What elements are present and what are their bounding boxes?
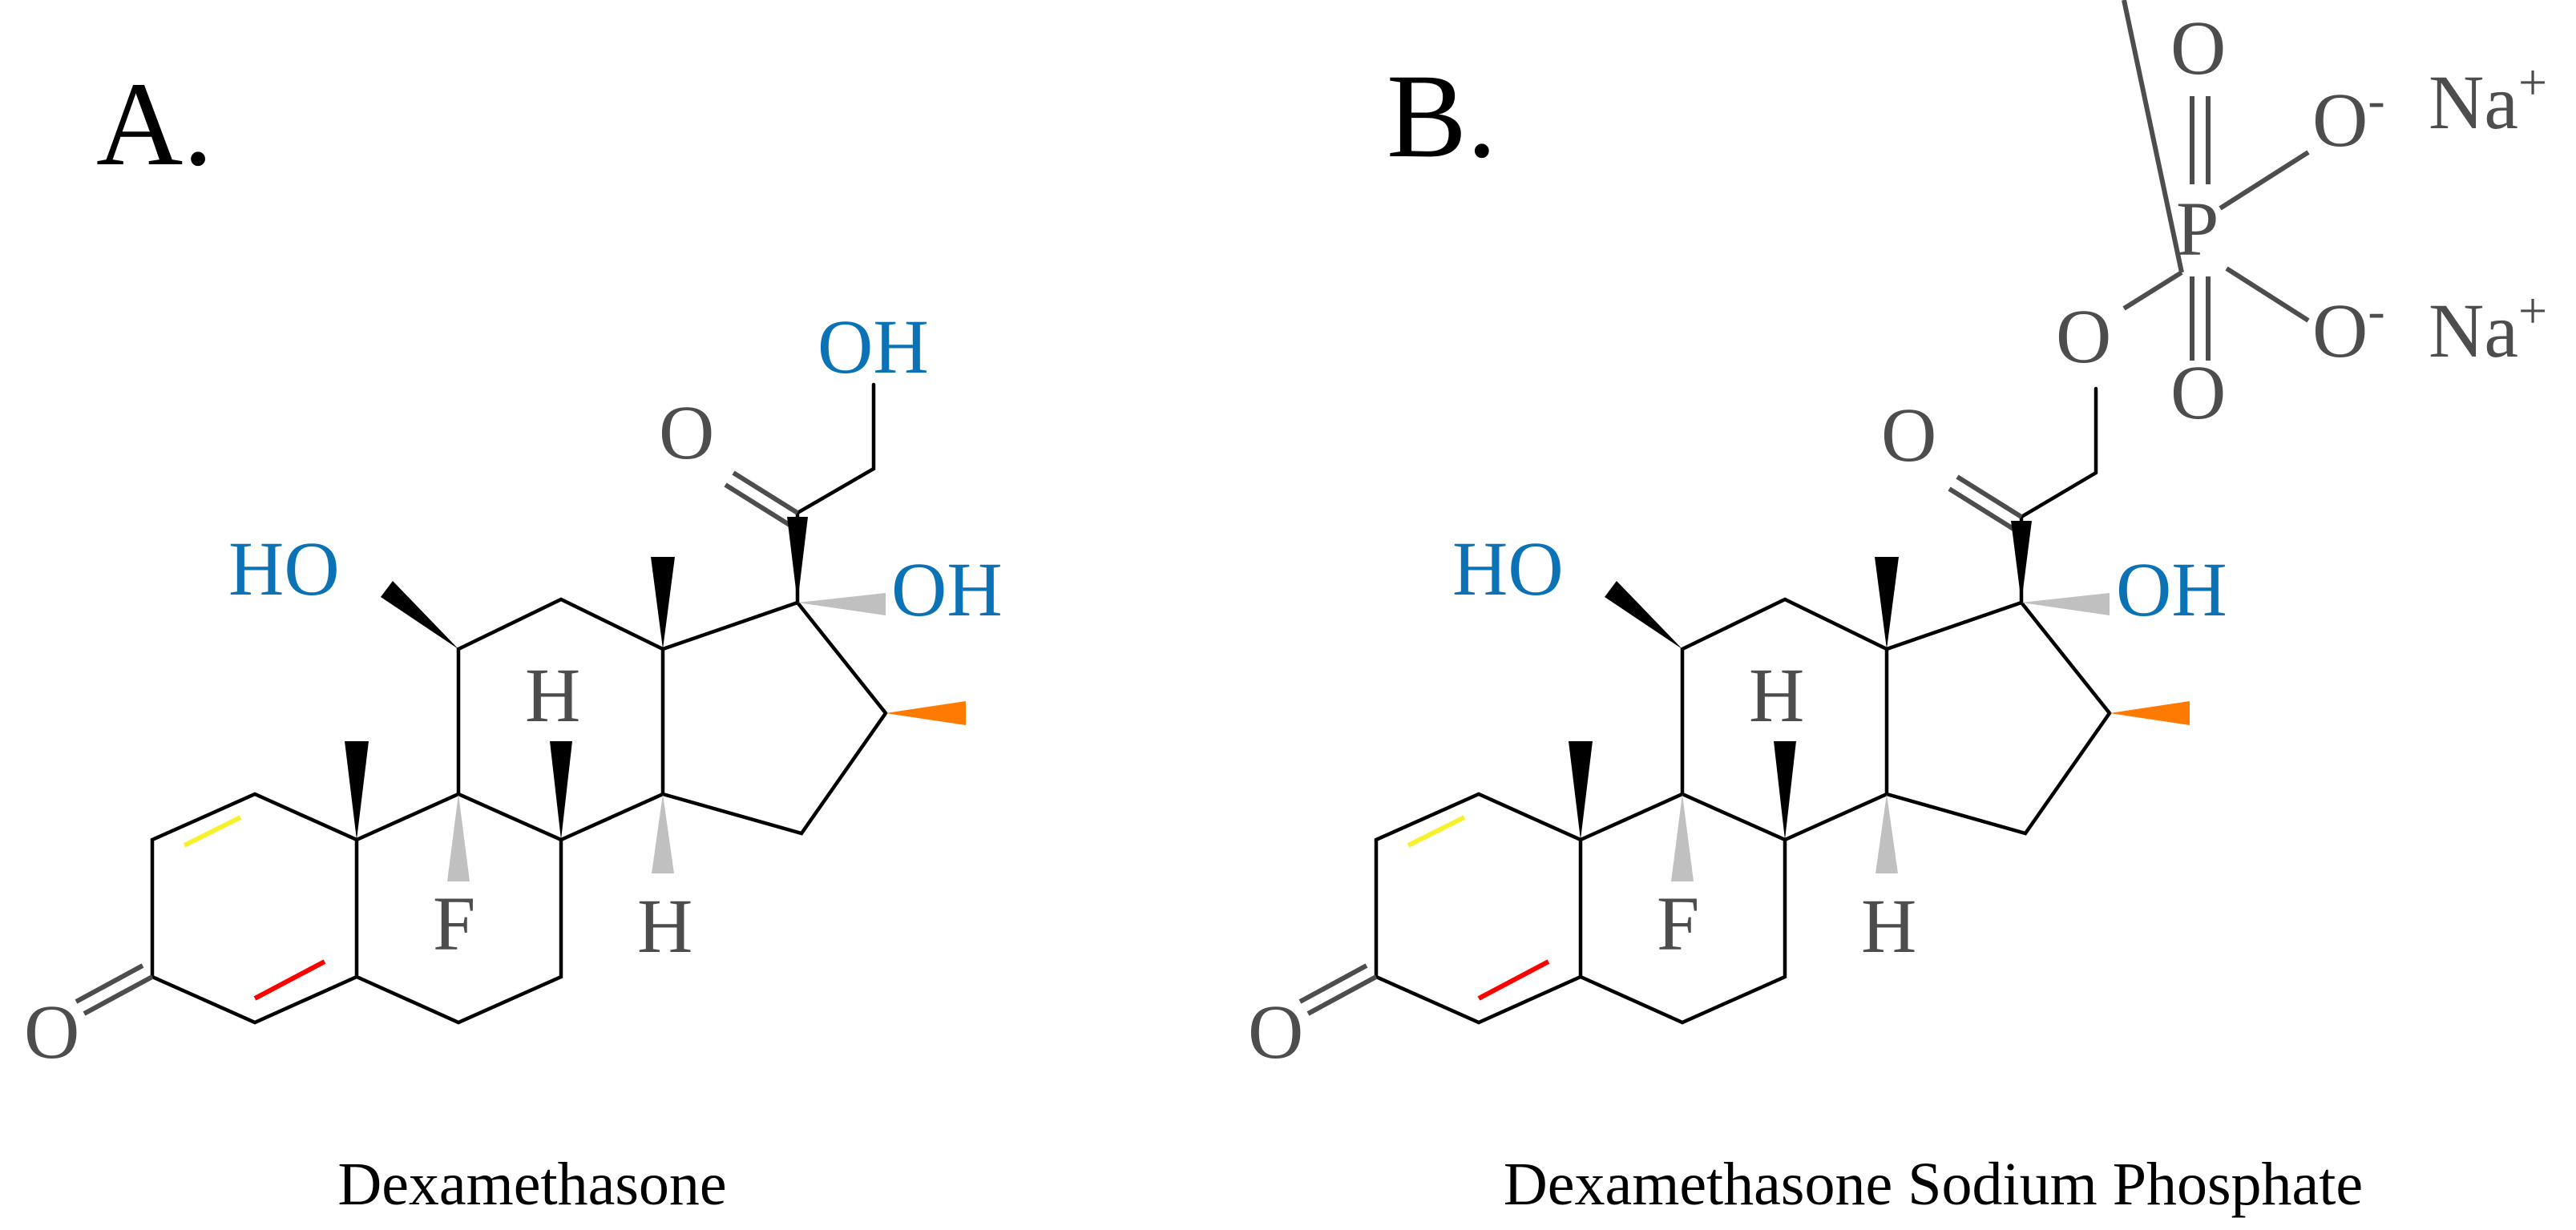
delta4-double-bond <box>253 959 326 1001</box>
c17-side-chain-wedge <box>2011 521 2032 603</box>
c11-hydroxyl: HO <box>228 526 340 611</box>
c10-methyl-wedge <box>1569 741 1593 840</box>
panel-b-caption: Dexamethasone Sodium Phosphate <box>1504 1151 2363 1218</box>
c9-hydrogen: H <box>1749 652 1804 738</box>
c3-ketone-bond <box>1298 963 1378 1016</box>
c11-hydroxyl: HO <box>1452 526 1564 611</box>
sodium-cation-1: Na+ <box>2429 54 2547 145</box>
c11-hydroxyl-wedge <box>381 581 458 649</box>
c17-hydroxyl: OH <box>2116 546 2227 632</box>
c13-methyl-wedge <box>651 557 675 649</box>
delta4-double-bond <box>1477 959 1550 1001</box>
c20-oxygen: O <box>1881 392 1936 478</box>
c9-fluorine: F <box>433 881 475 966</box>
ketone-oxygen: O <box>1248 989 1303 1075</box>
panel-a-skeleton <box>150 382 888 1025</box>
c17-side-chain-wedge <box>787 517 808 603</box>
c11-hydroxyl-wedge <box>1605 581 1682 649</box>
oxide-anion-2: O- <box>2312 282 2385 373</box>
c14-hydrogen: H <box>1861 883 1916 969</box>
c14-h-hash <box>1875 794 1898 873</box>
c17-hydroxyl-hash <box>797 593 886 615</box>
delta1-double-bond <box>1407 815 1466 848</box>
c14-h-hash <box>652 794 674 873</box>
c17-hydroxyl-hash <box>2021 593 2110 615</box>
c9-fluorine: F <box>1657 881 1699 966</box>
c8-h-wedge <box>1774 741 1796 840</box>
c9-fluoro-hash <box>447 794 470 881</box>
c17-hydroxyl: OH <box>891 546 1003 632</box>
phosphoryl-oxygen-bottom: O <box>2170 349 2226 435</box>
panel-b: B. O O <box>1248 0 2547 1218</box>
phosphorus: P <box>2176 186 2219 272</box>
panel-a: A. O O <box>24 58 1003 1218</box>
c9-fluoro-hash <box>1671 794 1694 881</box>
c16-methyl-wedge <box>2110 701 2190 725</box>
c20-oxygen: O <box>659 389 714 475</box>
phosphate-bonds <box>2122 0 2310 361</box>
c8-h-wedge <box>550 741 572 840</box>
panel-a-letter: A. <box>96 58 213 191</box>
c21-hydroxyl: OH <box>818 304 929 389</box>
ester-oxygen: O <box>2056 293 2111 379</box>
ketone-oxygen: O <box>24 989 79 1075</box>
panel-a-caption: Dexamethasone <box>337 1151 726 1218</box>
phosphoryl-oxygen-top: O <box>2170 5 2226 91</box>
delta1-double-bond <box>183 815 242 848</box>
c9-hydrogen: H <box>525 652 580 738</box>
c10-methyl-wedge <box>345 741 369 840</box>
sodium-cation-2: Na+ <box>2429 282 2547 373</box>
panel-b-skeleton <box>1374 386 2112 1025</box>
c20-ketone-bond <box>1948 474 2023 531</box>
panel-b-letter: B. <box>1387 50 1497 183</box>
c3-ketone-bond <box>75 963 154 1016</box>
c13-methyl-wedge <box>1875 557 1899 649</box>
oxide-anion-1: O- <box>2312 71 2385 163</box>
c16-methyl-wedge <box>886 701 966 725</box>
c14-hydrogen: H <box>637 883 692 969</box>
c20-ketone-bond <box>724 470 799 527</box>
